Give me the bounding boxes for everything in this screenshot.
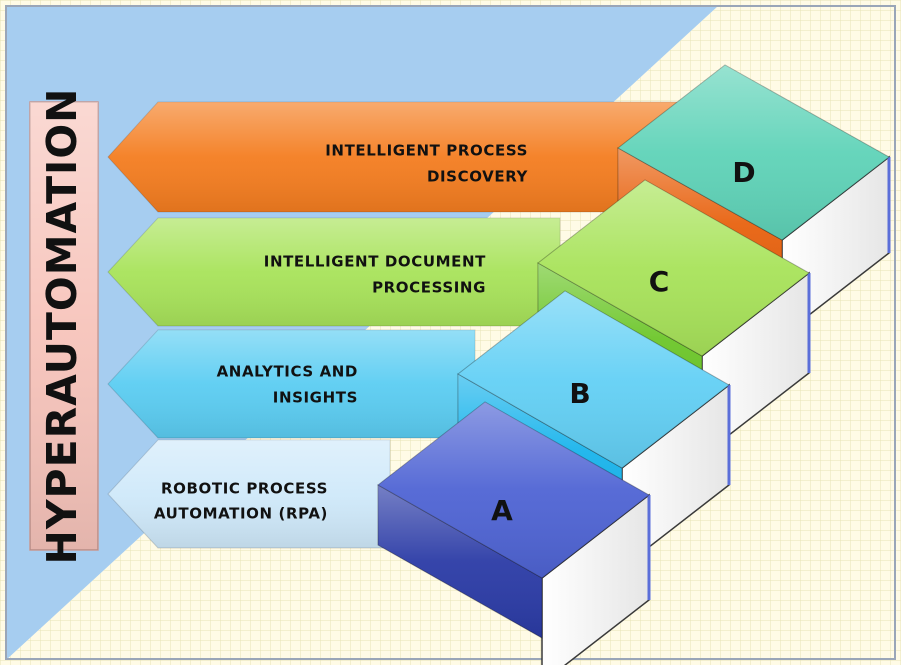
stage-label-line: ANALYTICS AND	[217, 363, 358, 381]
stage-label-line: AUTOMATION (RPA)	[154, 505, 328, 523]
stage-label-line: INTELLIGENT DOCUMENT	[264, 253, 486, 271]
stage-label-line: ROBOTIC PROCESS	[161, 480, 328, 498]
arrow-band-b: ANALYTICS AND INSIGHTS	[107, 329, 476, 439]
stair-step-a: A	[377, 401, 651, 665]
arrow-band-shine	[108, 102, 690, 212]
staircase: D C B A	[377, 64, 891, 665]
stair-step-letter: A	[491, 494, 513, 527]
stage-label-line: INTELLIGENT PROCESS	[325, 142, 528, 160]
title-box: HYPERAUTOMATION	[29, 88, 99, 565]
stair-top-shine	[618, 65, 889, 240]
arrow-band-shine	[108, 330, 475, 438]
arrow-band-a: ROBOTIC PROCESS AUTOMATION (RPA)	[107, 439, 391, 549]
stair-top-shine	[538, 180, 809, 356]
title-text: HYPERAUTOMATION	[38, 88, 86, 565]
stair-top-shine	[458, 291, 729, 468]
arrow-band-shine	[108, 218, 560, 326]
arrow-band-d: INTELLIGENT PROCESS DISCOVERY	[107, 101, 691, 213]
title-box-shine	[30, 102, 98, 550]
arrow-band-c: INTELLIGENT DOCUMENT PROCESSING	[107, 217, 561, 327]
stair-top-shine	[378, 402, 649, 578]
stair-step-letter: C	[649, 265, 670, 298]
arrow-band-shine	[108, 440, 390, 548]
stair-front-shine	[378, 485, 542, 638]
stage-label-line: PROCESSING	[372, 279, 486, 297]
arrow-bands: INTELLIGENT PROCESSDISCOVERYINTELLIGENT …	[107, 101, 691, 549]
stair-step-letter: D	[732, 156, 755, 189]
stage-label-line: INSIGHTS	[273, 389, 358, 407]
stage-label-line: DISCOVERY	[427, 168, 529, 186]
stair-step-letter: B	[569, 377, 590, 410]
outer-frame	[5, 5, 896, 660]
